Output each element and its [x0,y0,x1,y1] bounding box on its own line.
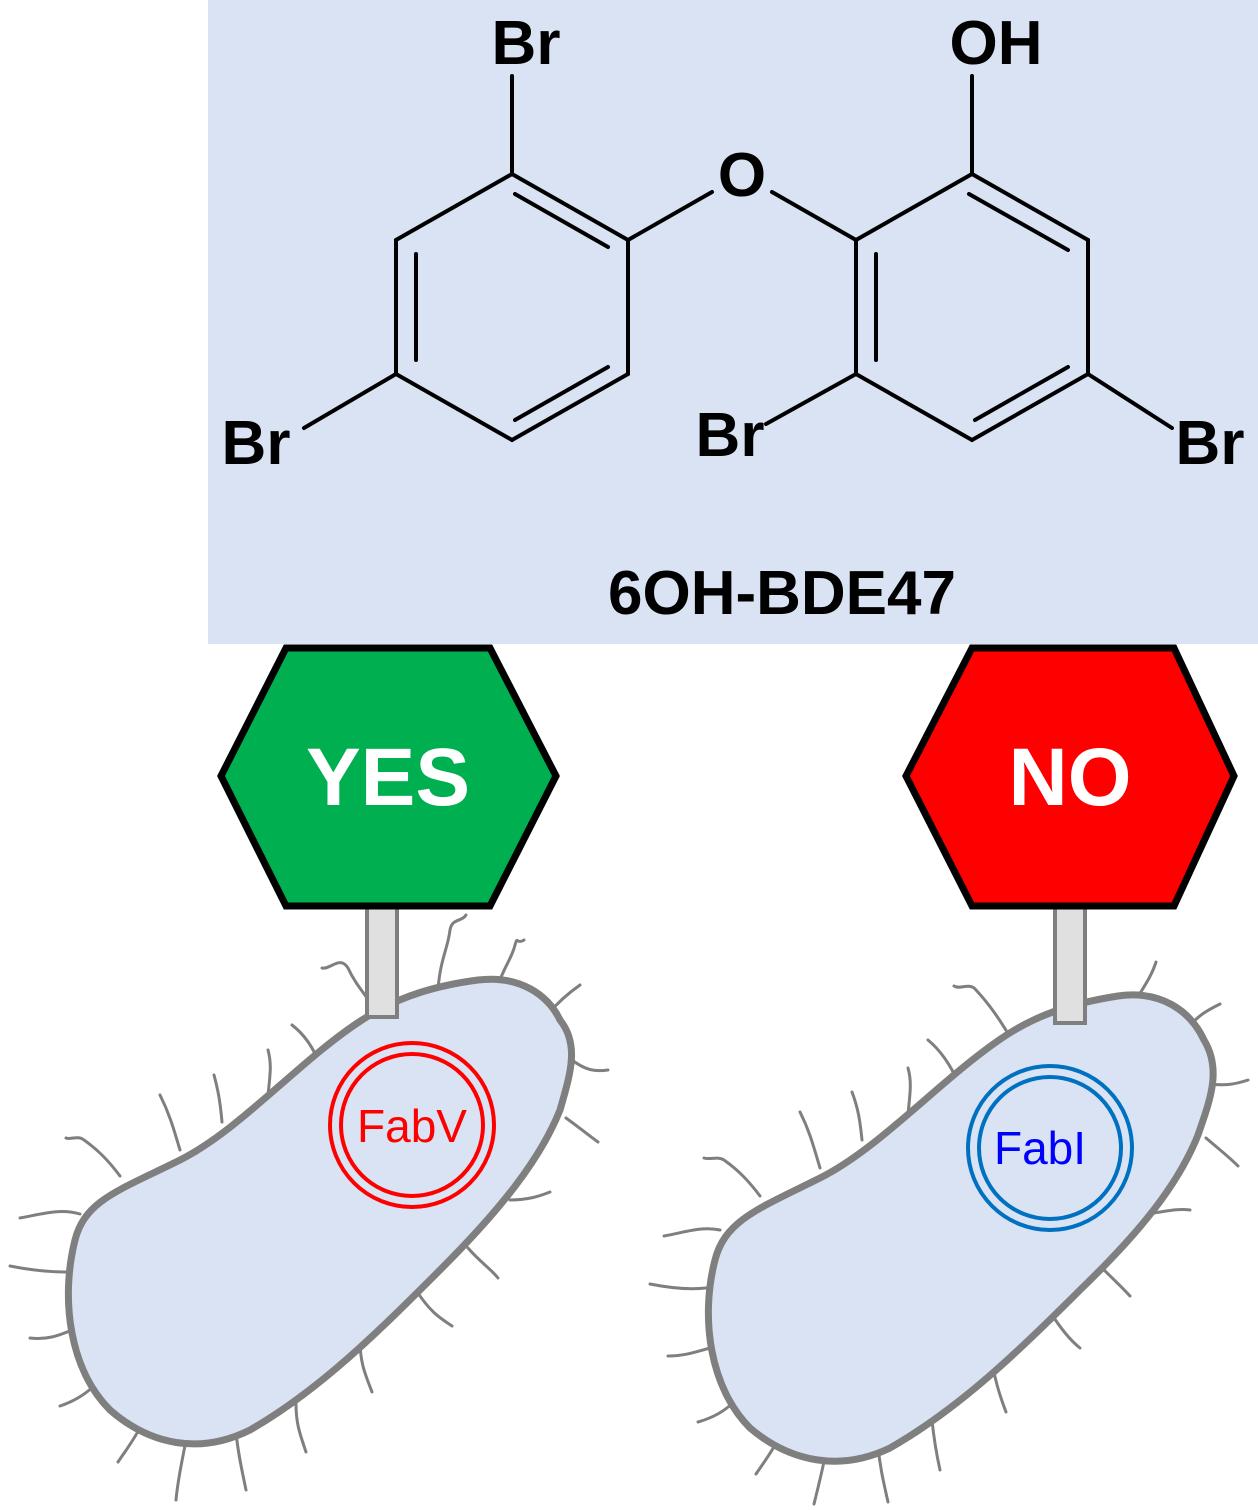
bacterium-left: FabV YES [8,644,610,1502]
flagella-right [648,953,1250,1506]
yes-sign: YES [217,644,560,910]
cell-body-right [704,991,1217,1465]
no-sign-label: NO [1009,732,1132,823]
yes-sign-label: YES [306,732,470,823]
atom-br-left: Br [222,409,291,478]
compound-name: 6OH-BDE47 [608,559,956,628]
flagella-left [8,913,610,1502]
bacterium-right: FabI NO [648,644,1250,1506]
atom-oxygen-bridge: O [718,141,766,210]
enzyme-label-fabi: FabI [994,1122,1086,1174]
atom-br-right: Br [1176,409,1245,478]
left-ring [394,172,630,442]
enzyme-fabi: FabI [966,1064,1134,1232]
atom-br-top: Br [492,9,561,78]
sign-pole-right [1053,903,1087,1025]
substituent-bonds [302,74,1174,430]
molecule-panel: Br Br O OH Br Br 6OH-BDE47 [208,0,1258,644]
atom-hydroxyl: OH [950,9,1043,78]
enzyme-fabv: FabV [328,1041,496,1209]
atom-br-mid: Br [696,401,765,470]
sign-pole-left [365,903,399,1019]
cell-body-left [64,975,575,1448]
no-sign: NO [902,644,1238,910]
right-ring [854,172,1090,442]
enzyme-label-fabv: FabV [357,1100,467,1152]
molecule-background [208,0,1258,644]
